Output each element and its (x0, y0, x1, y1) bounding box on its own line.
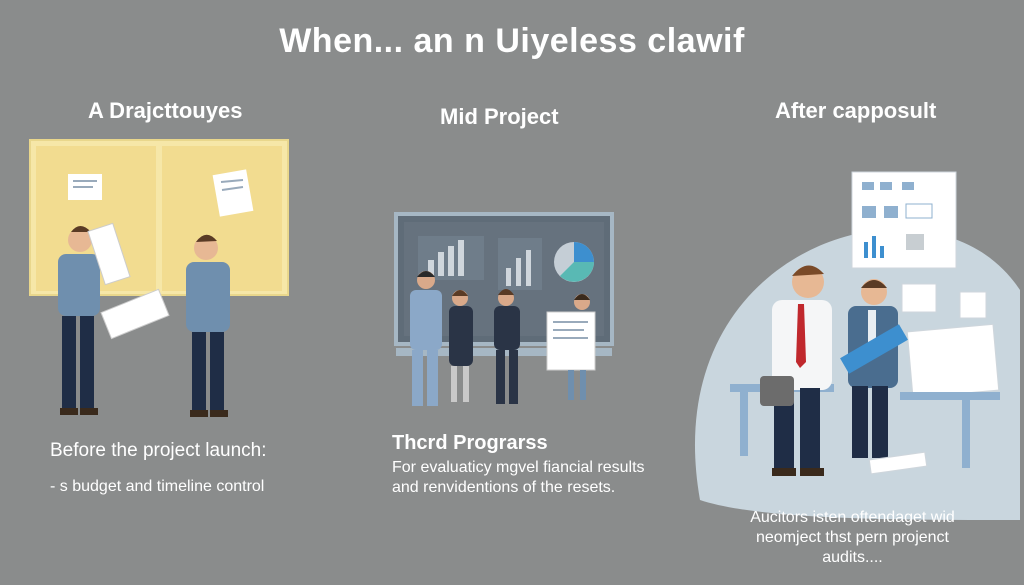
caption-text-mid-line-2: and renvidentions of the resets. (392, 479, 616, 496)
column-heading-after: After capposult (775, 98, 937, 123)
column-heading-before: A Drajcttouyes (88, 98, 243, 123)
person-right-before (100, 234, 230, 417)
auditor-left (760, 265, 832, 476)
caption-text-after-line-1: Aucitors isten oftendaget wid (750, 509, 955, 526)
caption-text-mid-line-1: For evaluaticy mgvel fiancial results (392, 459, 645, 476)
column-heading-mid: Mid Project (440, 104, 559, 129)
auditor-right (840, 279, 928, 475)
caption-text-after: Aucitors isten oftendaget wid neomject t… (690, 508, 1015, 568)
page-title: When... an n Uiyeless clawif (279, 22, 745, 60)
person-left-before (58, 222, 131, 415)
caption-text-after-line-2: neomject thst pern projenct (756, 529, 949, 546)
caption-text-after-line-3: audits.... (822, 549, 883, 566)
caption-text-before: - s budget and timeline control (50, 478, 265, 495)
presenter-people (410, 271, 596, 406)
caption-text-mid: For evaluaticy mgvel fiancial results an… (392, 458, 672, 498)
caption-heading-before: Before the project launch: (50, 440, 267, 461)
caption-heading-mid: Thcrd Prograrss (392, 432, 548, 454)
